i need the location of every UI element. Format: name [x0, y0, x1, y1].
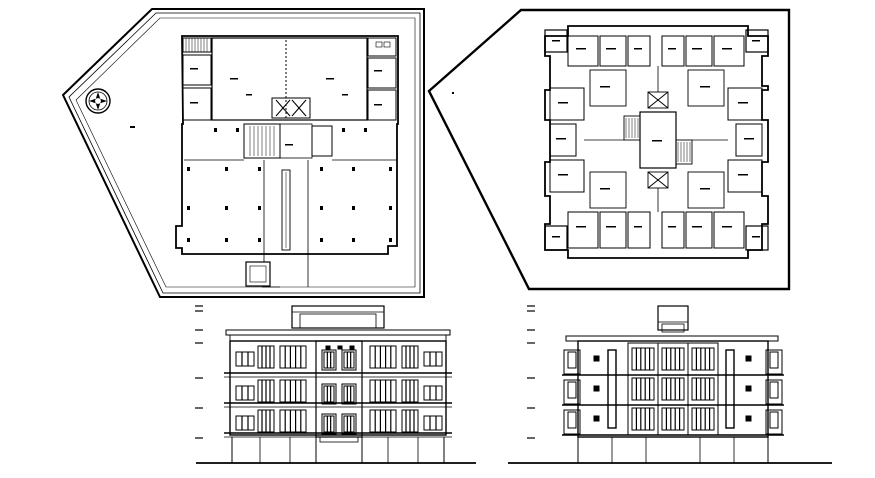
- front-window: [279, 345, 307, 369]
- side-balcony-window: [769, 351, 779, 369]
- side-window: [691, 407, 715, 431]
- side-vent: [593, 355, 600, 362]
- tower-window-bars: [323, 351, 335, 369]
- front-elevation: [195, 305, 476, 464]
- side-vent: [745, 385, 752, 392]
- side-balcony-window: [769, 381, 779, 399]
- front-elevation-windows: [235, 345, 443, 435]
- level-marks-right: [527, 305, 535, 439]
- side-balcony-window: [567, 381, 577, 399]
- tower-window: [321, 413, 337, 435]
- tower-window-bars: [343, 415, 355, 433]
- side-balcony-window: [567, 411, 577, 429]
- tower-window-bars: [323, 415, 335, 433]
- ground-floor-columns: [187, 68, 392, 242]
- front-balcony: [235, 385, 255, 401]
- front-window: [279, 379, 307, 403]
- front-window: [279, 409, 307, 433]
- tower-window: [321, 349, 337, 371]
- tower-vent: [325, 345, 331, 350]
- typical-floor-marks: [552, 40, 760, 238]
- side-window: [691, 347, 715, 371]
- front-window: [369, 379, 397, 403]
- side-vent: [593, 415, 600, 422]
- building-outline: [175, 35, 399, 255]
- side-vent: [745, 415, 752, 422]
- side-slit-window: [725, 349, 735, 429]
- level-marks-left: [195, 305, 203, 439]
- tower-window-bars: [343, 385, 355, 403]
- front-balcony: [235, 415, 255, 431]
- side-window: [631, 377, 655, 401]
- side-window: [631, 407, 655, 431]
- site-boundary-inner: [68, 12, 421, 294]
- tower-window: [341, 413, 357, 435]
- side-window: [691, 377, 715, 401]
- site-boundary: [61, 8, 425, 298]
- site-boundary-2: [427, 8, 791, 291]
- tower-window-bars: [343, 351, 355, 369]
- side-vent: [593, 385, 600, 392]
- front-balcony: [423, 351, 443, 367]
- front-window: [369, 409, 397, 433]
- typical-floor-outline: [544, 25, 769, 259]
- side-window: [661, 377, 685, 401]
- tower-vent: [337, 345, 343, 350]
- front-balcony: [423, 385, 443, 401]
- side-vent: [745, 355, 752, 362]
- side-slit-window: [607, 349, 617, 429]
- side-elevation-windows: [567, 347, 779, 431]
- side-window: [661, 347, 685, 371]
- side-window: [631, 347, 655, 371]
- side-balcony-window: [769, 411, 779, 429]
- front-balcony: [235, 351, 255, 367]
- tower-window-bars: [323, 385, 335, 403]
- ground-floor-plan: [61, 8, 425, 298]
- tower-window: [341, 383, 357, 405]
- typical-floor-plan: [427, 8, 791, 291]
- tower-window: [341, 349, 357, 371]
- front-window: [369, 345, 397, 369]
- tower-window: [321, 383, 337, 405]
- side-elevation: [508, 305, 832, 464]
- side-window: [661, 407, 685, 431]
- front-balcony: [423, 415, 443, 431]
- tower-vent: [349, 345, 355, 350]
- compass-rose-icon: [85, 88, 111, 114]
- side-balcony-window: [567, 351, 577, 369]
